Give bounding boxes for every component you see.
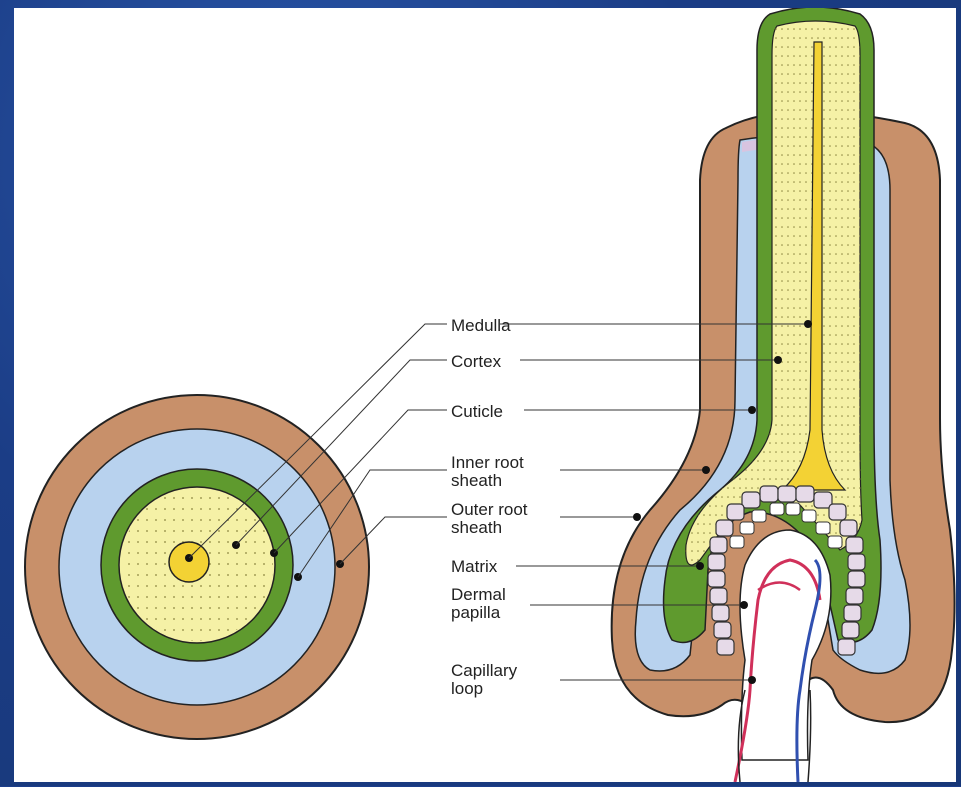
label-dermal-papilla-1: Dermal: [451, 585, 506, 604]
cross-section: [25, 395, 369, 739]
label-inner-root-sheath-2: sheath: [451, 471, 502, 490]
label-matrix: Matrix: [451, 557, 498, 576]
label-outer-root-sheath-2: sheath: [451, 518, 502, 537]
hair-follicle-diagram: Medulla Cortex Cuticle Inner root sheath…: [14, 8, 956, 782]
labels: Medulla Cortex Cuticle Inner root sheath…: [451, 316, 528, 698]
label-capillary-loop-2: loop: [451, 679, 483, 698]
label-cortex: Cortex: [451, 352, 502, 371]
longitudinal-section: [612, 8, 955, 782]
diagram-panel: Medulla Cortex Cuticle Inner root sheath…: [14, 8, 956, 782]
label-cuticle: Cuticle: [451, 402, 503, 421]
label-outer-root-sheath-1: Outer root: [451, 500, 528, 519]
label-capillary-loop-1: Capillary: [451, 661, 518, 680]
label-dermal-papilla-2: papilla: [451, 603, 501, 622]
label-inner-root-sheath-1: Inner root: [451, 453, 524, 472]
label-medulla: Medulla: [451, 316, 511, 335]
